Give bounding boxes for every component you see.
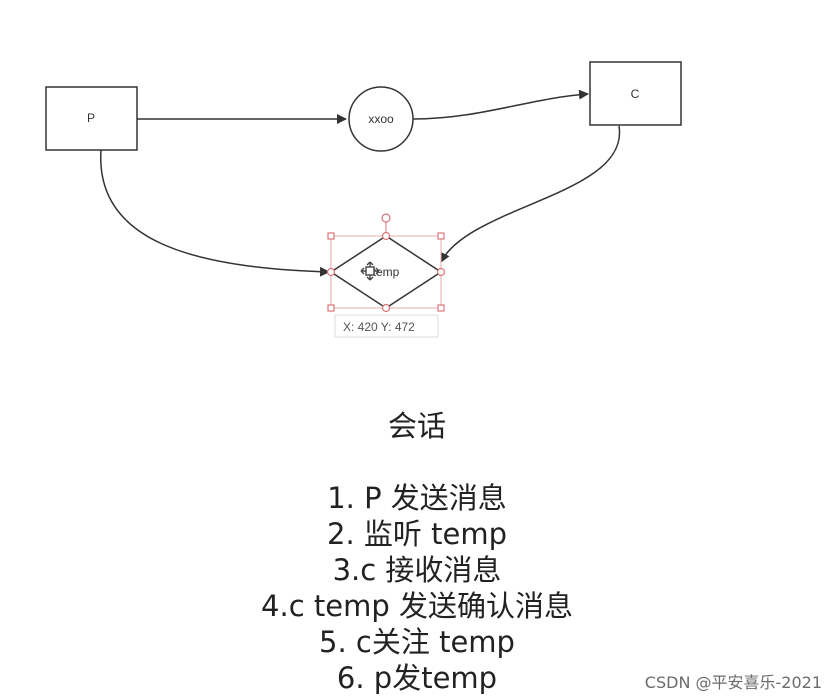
coordinate-readout: X: 420 Y: 472 [343, 320, 415, 334]
connection-point-left[interactable] [326, 267, 336, 277]
node-c-label: C [631, 87, 640, 101]
notes-item: 4.c temp 发送确认消息 [261, 589, 573, 623]
notes-title: 会话 [387, 409, 446, 443]
notes-item: 1. P 发送消息 [327, 481, 507, 515]
resize-handle-bottom-left[interactable] [327, 304, 335, 312]
edge-c-to-temp[interactable] [440, 125, 621, 263]
resize-handle-top-right[interactable] [437, 232, 445, 240]
node-p[interactable]: P [45, 86, 138, 151]
notes-section: 会话 1. P 发送消息 2. 监听 temp 3.c 接收消息 4.c tem… [0, 408, 834, 696]
connection-point-bottom[interactable] [381, 303, 391, 313]
node-temp[interactable]: temp [329, 235, 443, 309]
node-temp-label: temp [373, 265, 400, 279]
connection-point-right[interactable] [436, 267, 446, 277]
rotate-handle[interactable] [381, 213, 391, 223]
node-xxoo[interactable]: xxoo [348, 86, 414, 152]
connection-point-top[interactable] [381, 231, 391, 241]
move-cursor-icon [360, 261, 380, 281]
node-xxoo-label: xxoo [368, 112, 394, 126]
node-c[interactable]: C [589, 61, 682, 126]
coordinate-tooltip: X: 420 Y: 472 [334, 314, 439, 338]
node-p-label: P [87, 111, 95, 125]
resize-handle-top-left[interactable] [327, 232, 335, 240]
edge-xxoo-to-c[interactable] [412, 89, 589, 120]
watermark: CSDN @平安喜乐-2021 [644, 673, 822, 692]
resize-handle-bottom-right[interactable] [437, 304, 445, 312]
notes-item: 5. c关注 temp [319, 625, 515, 659]
notes-item: 6. p发temp [336, 661, 498, 695]
edge-p-to-temp[interactable] [100, 149, 330, 277]
notes-item: 3.c 接收消息 [332, 553, 502, 587]
notes-item: 2. 监听 temp [327, 517, 507, 551]
